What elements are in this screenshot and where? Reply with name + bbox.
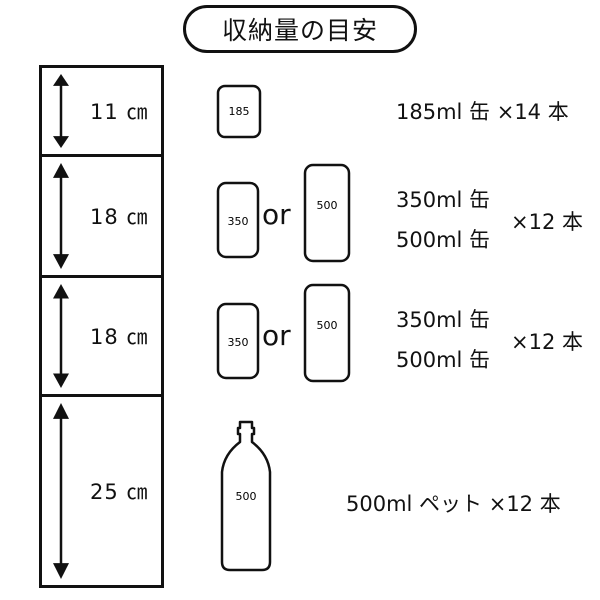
can-volume-label: 500 bbox=[317, 199, 338, 212]
double-arrow-icon bbox=[50, 163, 72, 269]
shelf-height-label: 11 ㎝ bbox=[90, 100, 149, 124]
can-volume-label: 350 bbox=[228, 336, 249, 349]
shelf-1: 11 ㎝ bbox=[39, 65, 164, 157]
can-icon: 350 bbox=[216, 181, 260, 259]
capacity-label: 350ml 缶 bbox=[396, 188, 491, 212]
bottle-volume-label: 500 bbox=[236, 490, 257, 503]
can-volume-label: 350 bbox=[228, 215, 249, 228]
can-volume-label: 500 bbox=[317, 319, 338, 332]
can-volume-label: 185 bbox=[229, 105, 250, 118]
title-box: 収納量の目安 bbox=[183, 5, 417, 53]
capacity-label: 500ml 缶 bbox=[396, 348, 491, 372]
capacity-label: 500ml 缶 bbox=[396, 228, 491, 252]
can-icon: 500 bbox=[303, 163, 351, 263]
bottle-icon: 500 bbox=[218, 420, 274, 573]
shelf-2: 18 ㎝ bbox=[39, 154, 164, 278]
can-icon: 185 bbox=[216, 84, 262, 139]
can-icon: 350 bbox=[216, 302, 260, 380]
shelf-4: 25 ㎝ bbox=[39, 394, 164, 588]
double-arrow-icon bbox=[50, 74, 72, 148]
double-arrow-icon bbox=[50, 403, 72, 579]
shelf-height-label: 18 ㎝ bbox=[90, 325, 149, 349]
capacity-label: 500ml ペット ×12 本 bbox=[346, 492, 561, 516]
capacity-label: 185ml 缶 ×14 本 bbox=[396, 100, 569, 124]
shelf-height-label: 25 ㎝ bbox=[90, 480, 149, 504]
shelf-height-label: 18 ㎝ bbox=[90, 205, 149, 229]
count-label: ×12 本 bbox=[511, 330, 583, 354]
shelf-3: 18 ㎝ bbox=[39, 275, 164, 397]
double-arrow-icon bbox=[50, 284, 72, 388]
count-label: ×12 本 bbox=[511, 210, 583, 234]
can-icon: 500 bbox=[303, 283, 351, 383]
capacity-label: 350ml 缶 bbox=[396, 308, 491, 332]
or-label: or bbox=[262, 198, 291, 231]
or-label: or bbox=[262, 319, 291, 352]
page-title: 収納量の目安 bbox=[221, 16, 378, 45]
